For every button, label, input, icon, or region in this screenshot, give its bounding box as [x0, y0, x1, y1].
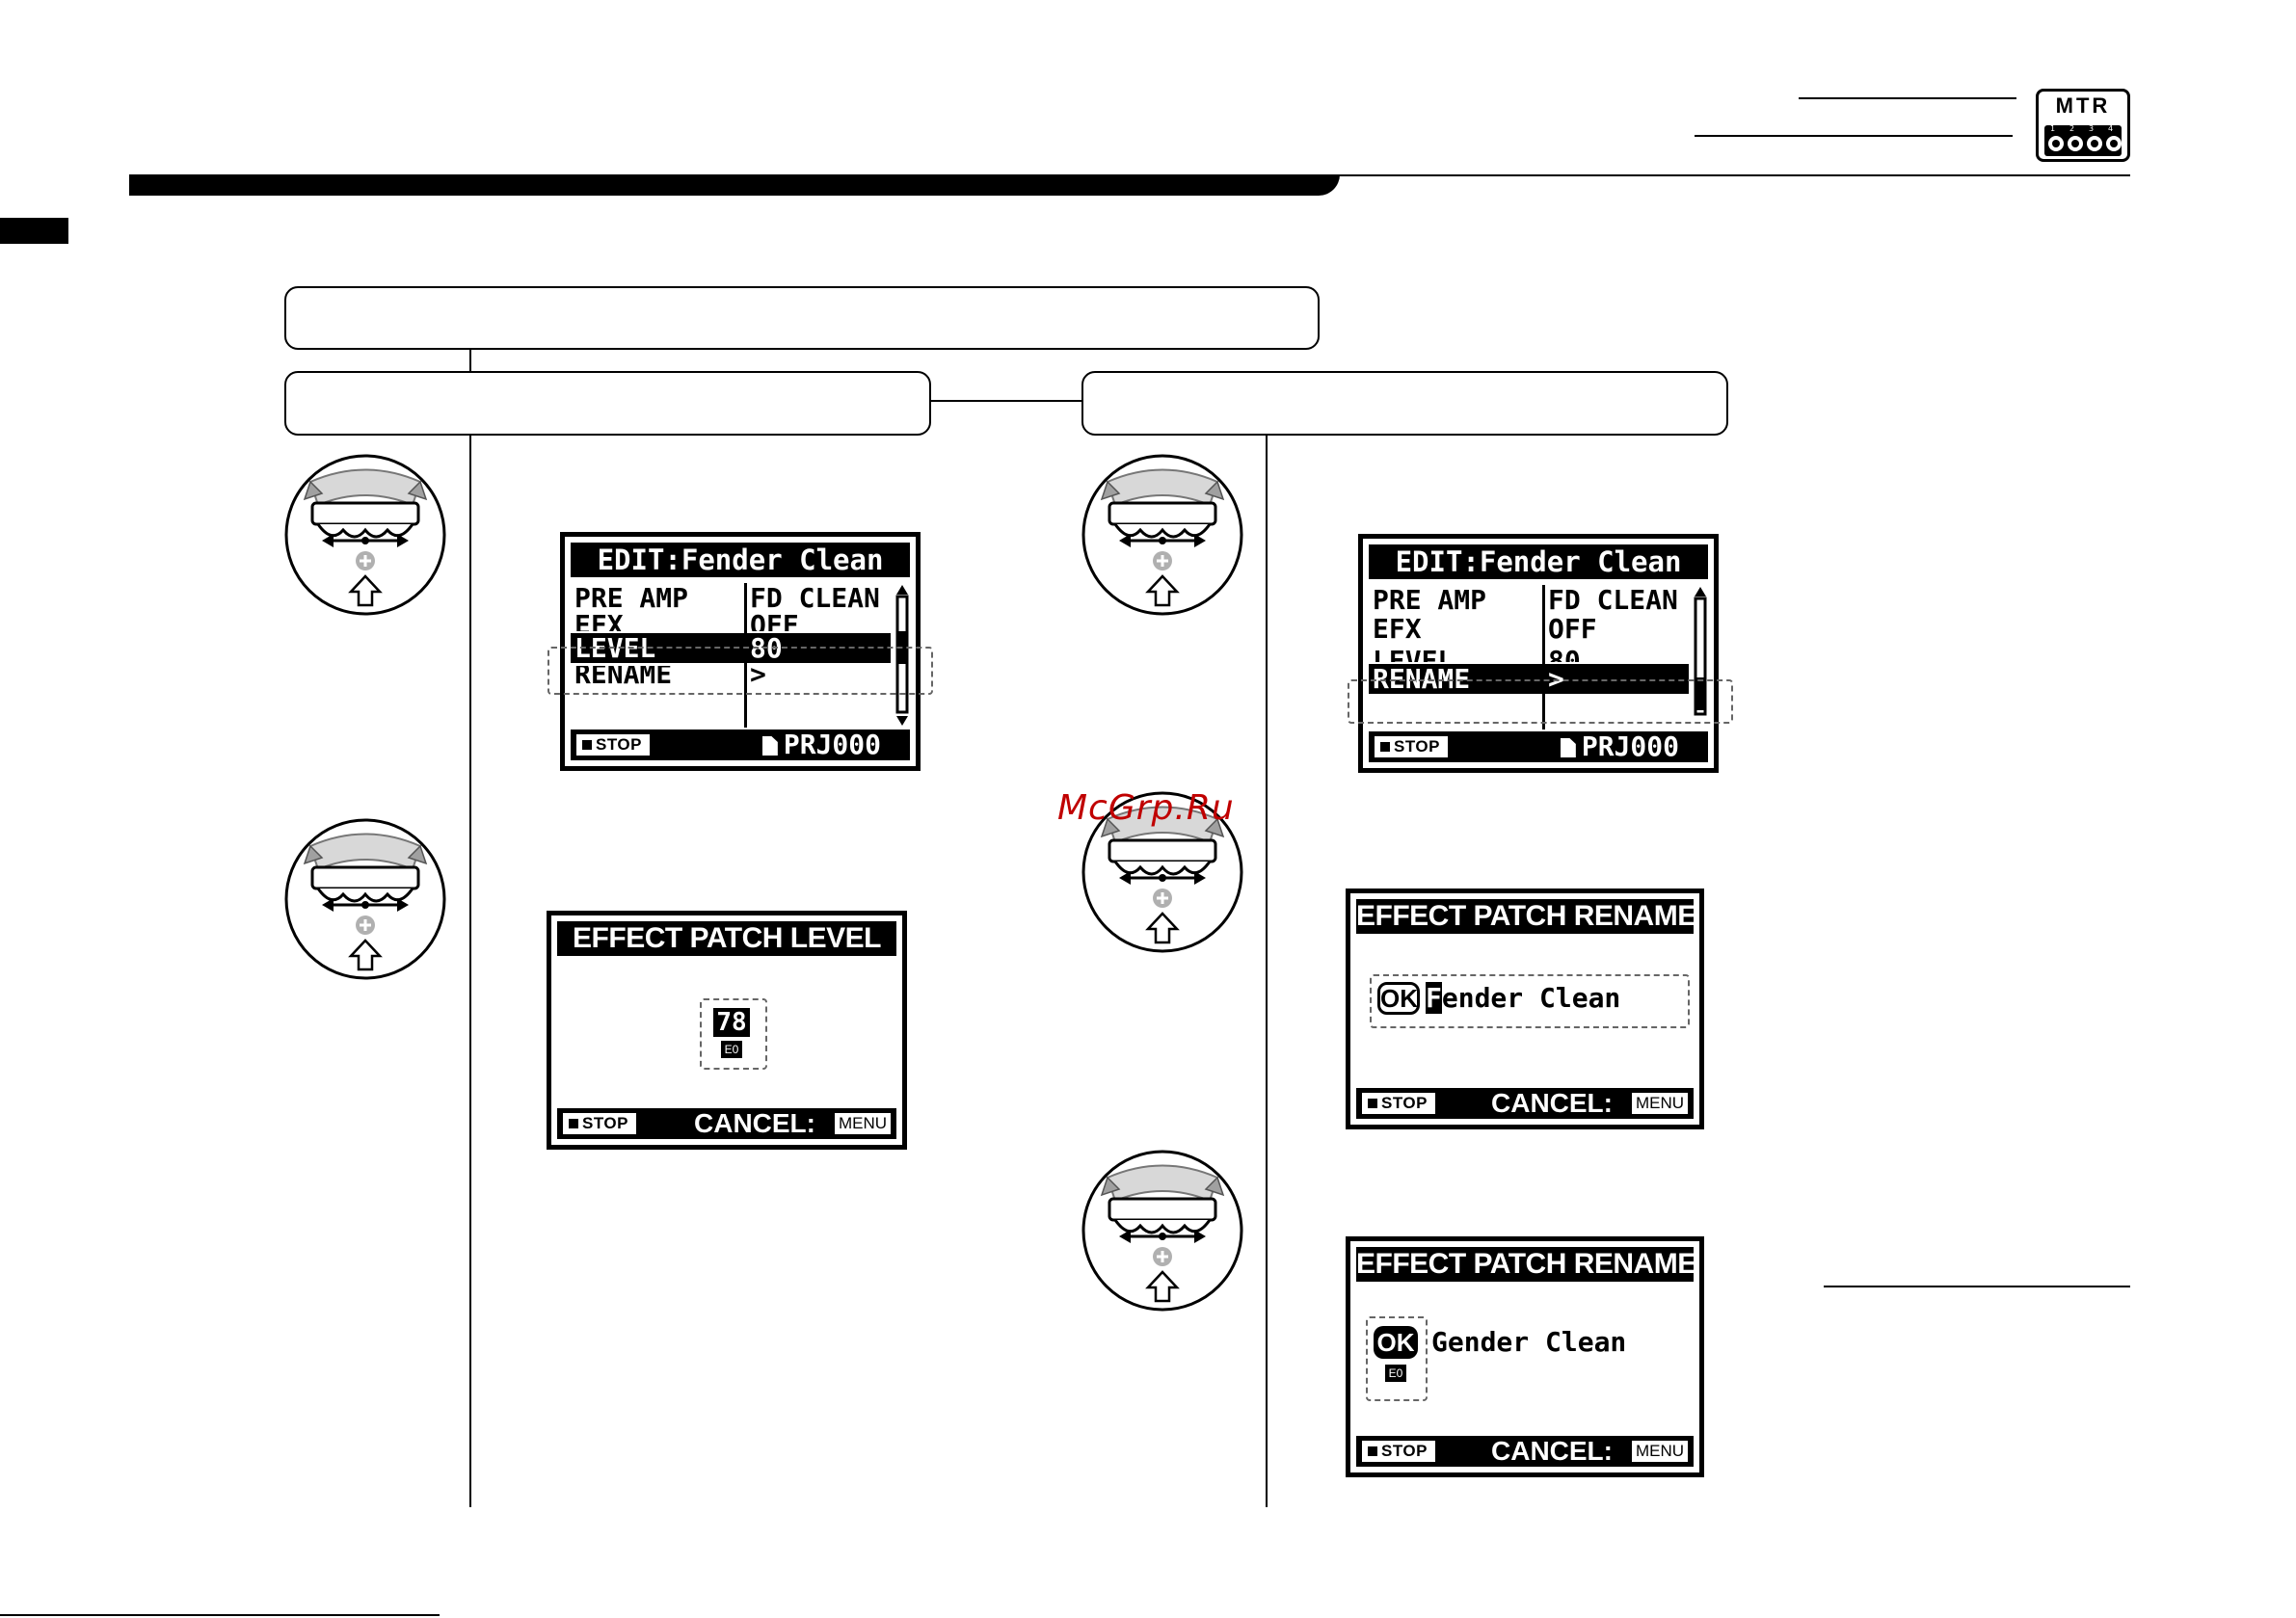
- project-name: PRJ000: [1561, 731, 1679, 762]
- lcd-title: EFFECT PATCH RENAME: [1356, 899, 1694, 934]
- column-separator: [744, 583, 747, 728]
- menu-row-rename[interactable]: RENAME >: [571, 666, 891, 687]
- stop-button[interactable]: STOP: [1362, 1093, 1435, 1114]
- stop-button[interactable]: STOP: [1362, 1441, 1435, 1462]
- mtr-badge: MTR 1 2 3 4: [2036, 89, 2130, 162]
- patch-name-field[interactable]: Gender Clean: [1431, 1326, 1627, 1358]
- encoder-hint: E0: [1385, 1365, 1406, 1382]
- ok-button[interactable]: OK: [1374, 1326, 1418, 1359]
- header-top-rule-1: [1799, 97, 2016, 99]
- menu-row-pre-amp[interactable]: PRE AMP FD CLEAN: [1369, 585, 1689, 615]
- lcd-title: EDIT:Fender Clean: [571, 543, 910, 577]
- status-bar: STOP PRJ000: [1369, 731, 1708, 762]
- status-bar: STOP PRJ000: [571, 729, 910, 760]
- row-label: EFX: [1373, 614, 1422, 644]
- column-divider-left: [469, 434, 471, 1507]
- flow-box-left: [284, 371, 931, 436]
- lcd-patch-rename-2: EFFECT PATCH RENAME OK E0 Gender Clean S…: [1346, 1236, 1704, 1477]
- mtr-badge-label: MTR: [2055, 93, 2111, 118]
- row-label: RENAME: [574, 666, 673, 687]
- cancel-label: CANCEL:: [1491, 1436, 1613, 1466]
- menu-button[interactable]: MENU: [834, 1113, 891, 1134]
- flow-connector-middle: [931, 400, 1081, 402]
- row-label: PRE AMP: [1373, 585, 1487, 615]
- lcd-title: EFFECT PATCH RENAME: [1356, 1247, 1694, 1282]
- status-bar: STOP CANCEL: MENU: [1356, 1088, 1694, 1119]
- dial-press-icon-1: [284, 454, 446, 616]
- menu-row-efx[interactable]: EFX OFF: [571, 610, 891, 631]
- row-label: EFX: [574, 610, 624, 631]
- flow-box-top: [284, 286, 1320, 350]
- header-rule: [1311, 174, 2130, 176]
- watermark: McGrp.Ru: [1057, 788, 1235, 828]
- column-divider-right: [1266, 434, 1268, 1507]
- lcd-title: EFFECT PATCH LEVEL: [557, 921, 896, 956]
- dial-press-icon-3: [1081, 454, 1243, 616]
- flow-box-right: [1081, 371, 1728, 436]
- side-note-rule: [1824, 1286, 2130, 1287]
- row-value: >: [750, 666, 766, 687]
- track-4-label: 4: [2108, 124, 2114, 133]
- stop-button[interactable]: STOP: [563, 1113, 636, 1134]
- status-bar: STOP CANCEL: MENU: [1356, 1436, 1694, 1467]
- status-bar: STOP CANCEL: MENU: [557, 1108, 896, 1139]
- column-separator: [1542, 585, 1545, 729]
- footer-rule: [0, 1614, 440, 1616]
- row-value: 80: [1548, 645, 1581, 662]
- header-bar: [129, 174, 1340, 196]
- lcd-title: EDIT:Fender Clean: [1369, 544, 1708, 579]
- project-name: PRJ000: [762, 729, 881, 760]
- header-top-rule-2: [1695, 135, 2013, 137]
- side-tab-left: [0, 218, 68, 244]
- row-value: FD CLEAN: [750, 583, 880, 613]
- stop-button[interactable]: STOP: [576, 734, 650, 756]
- ok-focus-frame: [1366, 1316, 1428, 1401]
- encoder-hint: E0: [721, 1041, 742, 1058]
- flow-connector-top: [469, 348, 471, 371]
- dial-press-icon-2: [284, 818, 446, 980]
- patch-name-rest: ender Clean: [1441, 982, 1621, 1014]
- highlight-frame-level: [547, 647, 933, 695]
- row-value: >: [1548, 664, 1564, 694]
- scrollbar[interactable]: [1693, 585, 1708, 729]
- cursor-char: F: [1426, 982, 1442, 1014]
- cancel-label: CANCEL:: [694, 1108, 815, 1138]
- value-focus-frame: [700, 998, 767, 1070]
- menu-row-rename[interactable]: RENAME >: [1369, 664, 1689, 694]
- menu-button[interactable]: MENU: [1631, 1441, 1688, 1462]
- menu-row-level[interactable]: LEVEL 80: [1369, 645, 1689, 662]
- row-value: OFF: [1548, 614, 1597, 644]
- patch-name-field[interactable]: Fender Clean: [1426, 982, 1620, 1015]
- lcd-patch-rename-1: EFFECT PATCH RENAME OK Fender Clean STOP…: [1346, 889, 1704, 1129]
- ok-button[interactable]: OK: [1377, 982, 1420, 1015]
- highlight-frame-rename: [1348, 679, 1733, 724]
- track-1-label: 1: [2050, 124, 2056, 133]
- menu-row-efx[interactable]: EFX OFF: [1369, 614, 1689, 644]
- lcd-edit-right: EDIT:Fender Clean PRE AMP FD CLEAN EFX O…: [1358, 534, 1719, 773]
- track-knobs-icon: [2048, 136, 2122, 151]
- dial-press-icon-4: [1081, 791, 1243, 953]
- level-value[interactable]: 78: [713, 1008, 750, 1037]
- menu-row-pre-amp[interactable]: PRE AMP FD CLEAN: [571, 583, 891, 613]
- row-label: LEVEL: [1373, 645, 1455, 662]
- lcd-edit-left: EDIT:Fender Clean PRE AMP FD CLEAN EFX O…: [560, 532, 921, 771]
- mtr-badge-tracks: 1 2 3 4: [2044, 124, 2122, 156]
- track-2-label: 2: [2069, 124, 2075, 133]
- cancel-label: CANCEL:: [1491, 1088, 1613, 1118]
- dial-press-icon-5: [1081, 1150, 1243, 1312]
- row-label: RENAME: [1373, 664, 1471, 694]
- stop-button[interactable]: STOP: [1375, 736, 1448, 757]
- menu-button[interactable]: MENU: [1631, 1093, 1688, 1114]
- track-3-label: 3: [2089, 124, 2095, 133]
- lcd-patch-level: EFFECT PATCH LEVEL 78 E0 STOP CANCEL: ME…: [547, 911, 907, 1150]
- name-field-frame: [1370, 974, 1690, 1028]
- row-value: OFF: [750, 610, 799, 631]
- row-value: FD CLEAN: [1548, 585, 1678, 615]
- row-label: PRE AMP: [574, 583, 689, 613]
